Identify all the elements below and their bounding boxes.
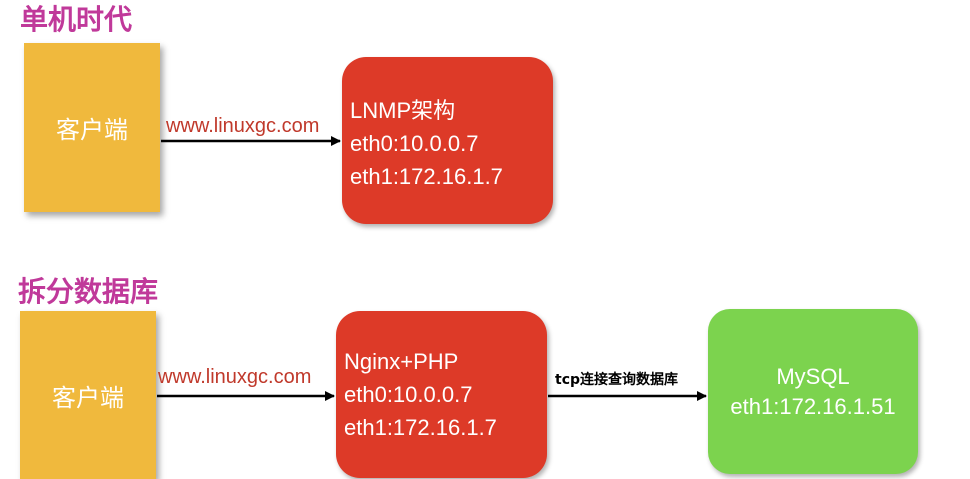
server-line-eth1: eth1:172.16.1.7 <box>350 164 503 189</box>
edge-label-single: www.linuxgc.com <box>166 115 320 137</box>
db-line-name: MySQL <box>776 363 850 389</box>
db-line-eth1: eth1:172.16.1.51 <box>730 393 896 419</box>
server-box-lnmp: LNMP架构 eth0:10.0.0.7 eth1:172.16.1.7 <box>342 57 553 224</box>
edge-label-split: www.linuxgc.com <box>158 366 312 388</box>
db-box-mysql: MySQL eth1:172.16.1.51 <box>708 309 918 474</box>
client-box-split: 客户端 <box>20 311 156 479</box>
section-title-split: 拆分数据库 <box>18 275 159 308</box>
server-line-eth1: eth1:172.16.1.7 <box>344 415 497 440</box>
server-line-eth0: eth0:10.0.0.7 <box>344 382 473 407</box>
server-line-name: Nginx+PHP <box>344 349 459 374</box>
server-line-name: LNMP架构 <box>350 98 456 123</box>
server-line-eth0: eth0:10.0.0.7 <box>350 131 479 156</box>
section-title-single: 单机时代 <box>20 3 133 36</box>
client-box-single: 客户端 <box>24 43 160 212</box>
edge-label-db: tcp连接查询数据库 <box>555 372 679 388</box>
server-box-nginx-php: Nginx+PHP eth0:10.0.0.7 eth1:172.16.1.7 <box>336 311 547 478</box>
client-label-split: 客户端 <box>52 383 124 412</box>
client-label-single: 客户端 <box>56 116 128 144</box>
